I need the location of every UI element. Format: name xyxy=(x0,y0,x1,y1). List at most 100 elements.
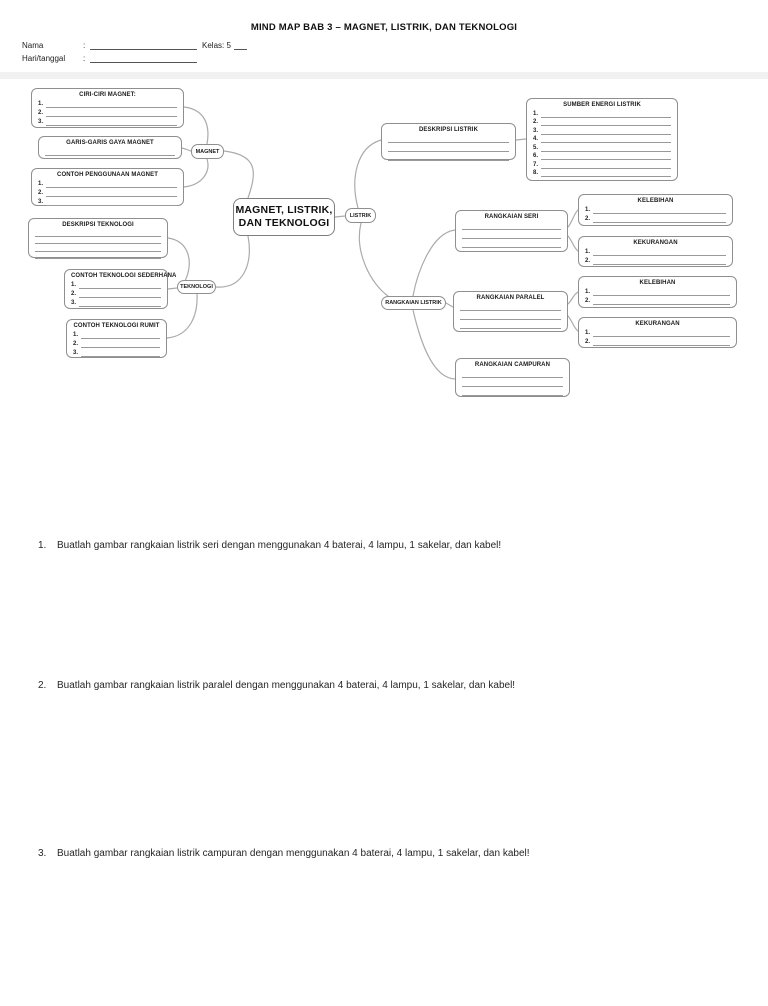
box-title: KEKURANGAN xyxy=(635,321,680,327)
student-id-block: Nama : Kelas: 5 Hari/tanggal : xyxy=(22,37,247,63)
blank-line xyxy=(541,170,671,177)
blank-line xyxy=(541,153,671,160)
line-number: 3. xyxy=(38,119,44,125)
line-number: 7. xyxy=(533,161,539,168)
box-title: DESKRIPSI LISTRIK xyxy=(418,127,479,133)
box-paralel-kelebihan: KELEBIHAN 1. 2. xyxy=(578,276,737,308)
blank-line xyxy=(35,252,161,259)
box-deskripsi-listrik: DESKRIPSI LISTRIK xyxy=(381,123,516,161)
question-1: 1. Buatlah gambar rangkaian listrik seri… xyxy=(38,540,738,551)
box-title: RANGKAIAN PARALEL xyxy=(476,295,545,301)
line-number: 4. xyxy=(533,136,539,142)
question-2: 2. Buatlah gambar rangkaian listrik para… xyxy=(38,680,738,691)
box-title: CONTOH TEKNOLOGI SEDERHANA xyxy=(71,273,177,279)
box-contoh-penggunaan-magnet: CONTOH PENGGUNAAN MAGNET 1. 2. 3. xyxy=(31,168,184,206)
question-text: Buatlah gambar rangkaian listrik seri de… xyxy=(57,540,502,551)
blank-line xyxy=(541,162,671,169)
line-number: 2. xyxy=(71,291,77,297)
question-number: 3. xyxy=(38,848,47,859)
question-text: Buatlah gambar rangkaian listrik paralel… xyxy=(57,680,516,691)
line-number: 3. xyxy=(73,350,79,356)
line-number: 1. xyxy=(38,101,44,107)
blank-line xyxy=(541,111,671,118)
box-contoh-teknologi-rumit: CONTOH TEKNOLOGI RUMIT 1. 2. 3. xyxy=(66,319,167,358)
blank-line xyxy=(462,380,563,387)
blank-line xyxy=(593,339,730,346)
date-colon: : xyxy=(83,54,86,63)
box-title: RANGKAIAN SERI xyxy=(484,214,539,220)
central-topic: MAGNET, LISTRIK, DAN TEKNOLOGI xyxy=(233,198,335,236)
blank-line xyxy=(35,230,161,237)
line-number: 3. xyxy=(71,300,77,306)
line-number: 2. xyxy=(585,258,591,264)
blank-line xyxy=(46,190,177,197)
box-contoh-teknologi-sederhana: CONTOH TEKNOLOGI SEDERHANA 1. 2. 3. xyxy=(64,269,177,309)
box-title: KELEBIHAN xyxy=(639,280,676,286)
box-sumber-energi-listrik: SUMBER ENERGI LISTRIK 1. 2. 3. 4. 5. 6. … xyxy=(526,98,678,181)
blank-line xyxy=(46,110,177,117)
kelas-label: Kelas: 5 xyxy=(202,41,231,50)
blank-line xyxy=(460,304,561,311)
blank-line xyxy=(593,298,730,305)
box-ciri-ciri-magnet: CIRI-CIRI MAGNET: 1. 2. 3. xyxy=(31,88,184,128)
blank-line xyxy=(45,149,175,156)
date-row: Hari/tanggal : xyxy=(22,50,247,63)
name-colon: : xyxy=(83,41,86,50)
blank-line xyxy=(460,322,561,329)
box-title: SUMBER ENERGI LISTRIK xyxy=(563,102,641,108)
central-topic-line2: DAN TEKNOLOGI xyxy=(238,217,330,229)
box-deskripsi-teknologi: DESKRIPSI TEKNOLOGI xyxy=(28,218,168,259)
date-blank-line xyxy=(90,54,197,63)
line-number: 1. xyxy=(585,330,591,336)
blank-line xyxy=(35,245,161,252)
blank-line xyxy=(593,216,726,223)
page-gap-divider xyxy=(0,72,768,79)
line-number: 1. xyxy=(585,207,591,213)
blank-line xyxy=(46,119,177,126)
blank-line xyxy=(593,289,730,296)
question-number: 1. xyxy=(38,540,47,551)
central-topic-line1: MAGNET, LISTRIK, xyxy=(235,204,333,216)
line-number: 1. xyxy=(38,181,44,187)
date-label: Hari/tanggal xyxy=(22,54,66,63)
blank-line xyxy=(541,136,671,143)
node-magnet: MAGNET xyxy=(191,144,224,159)
line-number: 2. xyxy=(585,298,591,304)
name-blank-line xyxy=(90,41,197,50)
blank-line xyxy=(541,128,671,135)
blank-line xyxy=(462,241,561,248)
question-number: 2. xyxy=(38,680,47,691)
blank-line xyxy=(462,371,563,378)
kelas-blank-line xyxy=(233,41,247,50)
line-number: 2. xyxy=(38,190,44,196)
question-3: 3. Buatlah gambar rangkaian listrik camp… xyxy=(38,848,738,859)
line-number: 8. xyxy=(533,170,539,176)
blank-line xyxy=(460,313,561,320)
box-paralel-kekurangan: KEKURANGAN 1. 2. xyxy=(578,317,737,348)
blank-line xyxy=(35,237,161,244)
line-number: 1. xyxy=(533,110,539,117)
line-number: 1. xyxy=(585,249,591,255)
line-number: 3. xyxy=(38,199,44,205)
line-number: 1. xyxy=(73,332,79,338)
blank-line xyxy=(79,282,161,289)
blank-line xyxy=(46,101,177,108)
blank-line xyxy=(462,232,561,239)
blank-line xyxy=(593,258,726,265)
box-title: CIRI-CIRI MAGNET: xyxy=(79,92,136,98)
node-teknologi: TEKNOLOGI xyxy=(177,280,216,294)
blank-line xyxy=(79,291,161,298)
blank-line xyxy=(46,199,177,206)
blank-line xyxy=(541,145,671,152)
box-garis-gaya-magnet: GARIS-GARIS GAYA MAGNET xyxy=(38,136,182,159)
box-title: CONTOH PENGGUNAAN MAGNET xyxy=(57,172,158,178)
blank-line xyxy=(462,389,563,396)
line-number: 1. xyxy=(71,282,77,288)
box-title: KELEBIHAN xyxy=(637,198,674,204)
line-number: 2. xyxy=(38,110,44,116)
blank-line xyxy=(541,119,671,126)
blank-line xyxy=(593,207,726,214)
blank-line xyxy=(388,145,509,152)
blank-line xyxy=(81,341,160,348)
question-text: Buatlah gambar rangkaian listrik campura… xyxy=(57,848,530,859)
